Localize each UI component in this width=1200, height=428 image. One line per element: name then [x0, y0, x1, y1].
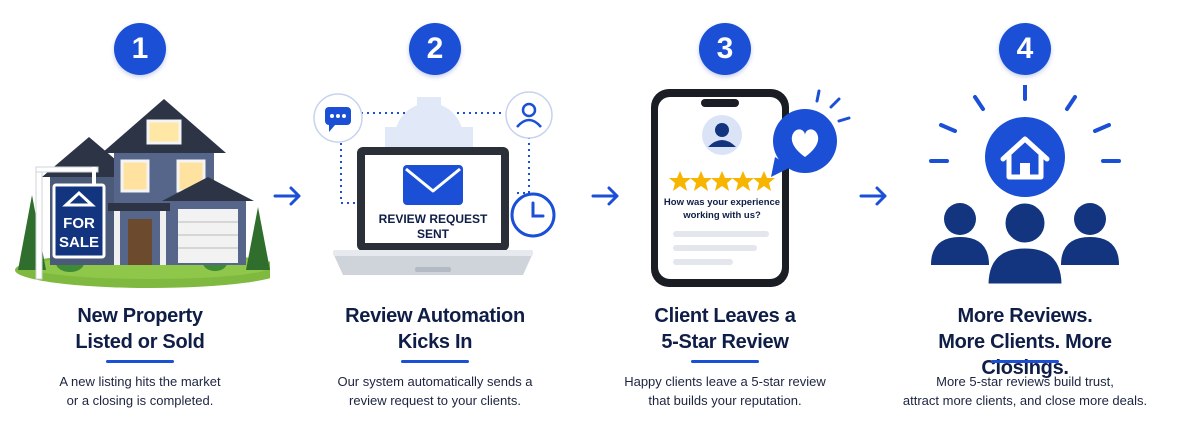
step-title-line: More Reviews.	[957, 305, 1093, 327]
step-3: 3 How was your experience working with u…	[595, 0, 855, 428]
step-desc-line: review request to your clients.	[349, 393, 521, 408]
step-title: Review Automation Kicks In	[305, 303, 565, 355]
step-description: Happy clients leave a 5-star review that…	[595, 372, 855, 410]
arrow-right-icon	[273, 186, 301, 206]
step-description: More 5-star reviews build trust, attract…	[895, 372, 1155, 410]
step-title: New Property Listed or Sold	[10, 303, 270, 355]
title-underline	[106, 360, 174, 363]
step-number-badge: 1	[114, 23, 166, 75]
step-4: 4 More Reviews. More Clients. More Closi…	[895, 0, 1155, 428]
step-desc-line: or a closing is completed.	[66, 393, 214, 408]
step-title-line: New Property	[77, 305, 203, 327]
step-desc-line: A new listing hits the market	[59, 374, 221, 389]
step-title: More Reviews. More Clients. More Closing…	[895, 303, 1155, 381]
step-desc-line: More 5-star reviews build trust,	[936, 374, 1114, 389]
step-title-line: 5-Star Review	[661, 331, 789, 353]
laptop-envelope-icon: REVIEW REQUEST SENT	[313, 91, 556, 275]
step-title-line: Review Automation	[345, 305, 525, 327]
arrow-right-icon	[859, 186, 887, 206]
step-desc-line: Happy clients leave a 5-star review	[624, 374, 826, 389]
step-title-line: Client Leaves a	[654, 305, 796, 327]
step-desc-line: Our system automatically sends a	[337, 374, 533, 389]
laptop-screen-text: REVIEW REQUEST	[379, 212, 488, 226]
step-number-badge: 2	[409, 23, 461, 75]
laptop-screen-text: SENT	[417, 227, 450, 241]
step-title-line: Kicks In	[397, 331, 473, 353]
title-underline	[691, 360, 759, 363]
star-rating	[669, 171, 775, 191]
step-description: Our system automatically sends a review …	[305, 372, 565, 410]
step-title: Client Leaves a 5-Star Review	[595, 303, 855, 355]
arrow-right-icon	[591, 186, 619, 206]
home-people-icon	[929, 85, 1121, 287]
step-description: A new listing hits the market or a closi…	[10, 372, 270, 410]
title-underline	[401, 360, 469, 363]
title-underline	[991, 360, 1059, 363]
step-desc-line: that builds your reputation.	[648, 393, 802, 408]
step-number-badge: 3	[699, 23, 751, 75]
sign-text-for: FOR	[63, 215, 95, 232]
step-title-line: Listed or Sold	[75, 331, 205, 353]
phone-review-icon: How was your experience working with us?	[651, 89, 851, 287]
step-desc-line: attract more clients, and close more dea…	[902, 393, 1148, 408]
sign-text-sale: SALE	[59, 234, 99, 251]
step-2: 2 REVIEW REQUEST SENT Re	[305, 0, 565, 428]
step-1: 1	[10, 0, 270, 428]
house-for-sale-icon: FOR SALE	[15, 99, 270, 288]
phone-question-text: How was your experience	[664, 197, 780, 208]
phone-question-text: working with us?	[682, 210, 761, 221]
step-number-badge: 4	[999, 23, 1051, 75]
